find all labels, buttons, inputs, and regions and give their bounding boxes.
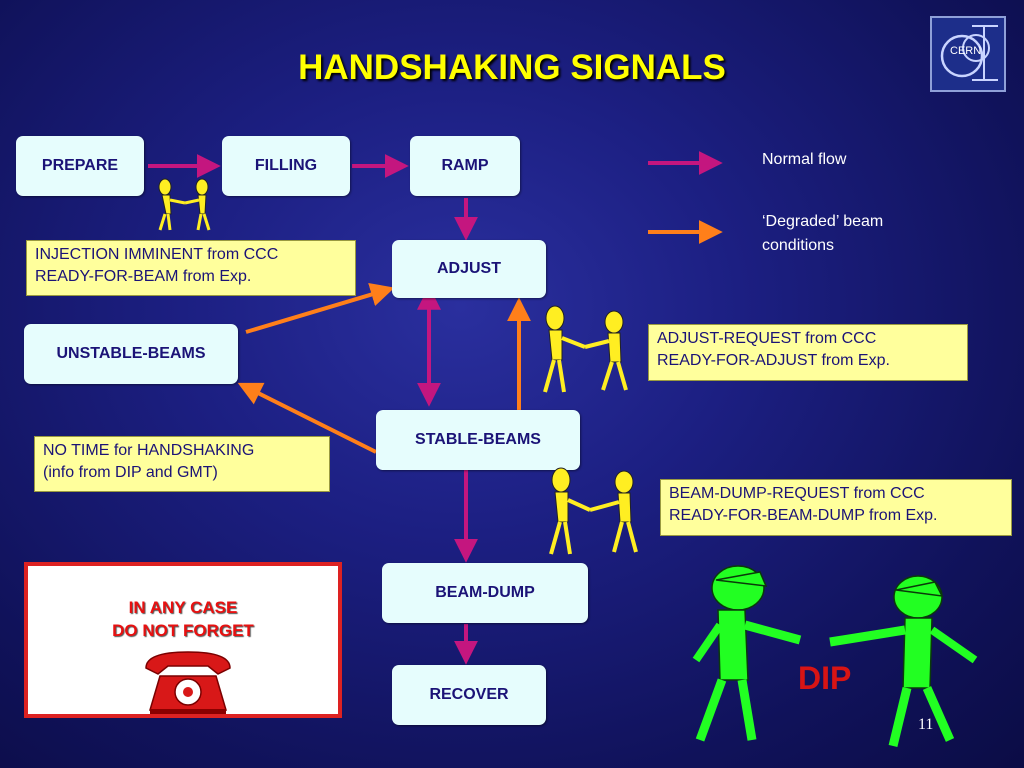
legend-degraded-label: ‘Degraded’ beam conditions (762, 210, 883, 258)
state-adjust: ADJUST (392, 240, 546, 298)
telephone-icon (145, 651, 231, 714)
note-no-time-line2: (info from DIP and GMT) (43, 464, 218, 481)
arrow-stable-unstable (237, 382, 377, 454)
note-adjust-line1: ADJUST-REQUEST from CCC (657, 330, 877, 347)
note-beam-dump-line1: BEAM-DUMP-REQUEST from CCC (669, 485, 925, 502)
cern-logo-text: CERN (950, 45, 981, 57)
dip-handshake-icon (692, 565, 978, 748)
note-no-time-line1: NO TIME for HANDSHAKING (43, 442, 255, 459)
page-title: HANDSHAKING SIGNALS (298, 48, 726, 87)
state-filling: FILLING (222, 136, 350, 196)
arrow-unstable-adjust (245, 282, 395, 334)
handshake-icon-adjust (543, 305, 628, 393)
handshake-icon-beamdump (549, 467, 638, 555)
state-prepare: PREPARE (16, 136, 144, 196)
state-recover: RECOVER (392, 665, 546, 725)
page-number: 11 (918, 716, 934, 733)
state-ramp: RAMP (410, 136, 520, 196)
note-no-time: NO TIME for HANDSHAKING (info from DIP a… (34, 436, 330, 492)
note-adjust: ADJUST-REQUEST from CCC READY-FOR-ADJUST… (648, 324, 968, 381)
reminder-line1: IN ANY CASE (128, 598, 238, 617)
state-stable-beams: STABLE-BEAMS (376, 410, 580, 470)
reminder-line2: DO NOT FORGET (112, 621, 254, 640)
cern-logo: CERN (930, 16, 1006, 92)
note-injection-line2: READY-FOR-BEAM from Exp. (35, 268, 252, 285)
legend-degraded-line2: conditions (762, 237, 835, 254)
note-adjust-line2: READY-FOR-ADJUST from Exp. (657, 352, 890, 369)
note-beam-dump: BEAM-DUMP-REQUEST from CCC READY-FOR-BEA… (660, 479, 1012, 536)
note-beam-dump-line2: READY-FOR-BEAM-DUMP from Exp. (669, 507, 938, 524)
dip-label: DIP (798, 660, 852, 696)
state-beam-dump: BEAM-DUMP (382, 563, 588, 623)
note-injection-line1: INJECTION IMMINENT from CCC (35, 246, 279, 263)
legend-normal-label: Normal flow (762, 151, 847, 168)
legend-degraded-line1: ‘Degraded’ beam (762, 213, 884, 230)
handshake-icon-small (158, 178, 211, 231)
note-injection: INJECTION IMMINENT from CCC READY-FOR-BE… (26, 240, 356, 296)
state-unstable-beams: UNSTABLE-BEAMS (24, 324, 238, 384)
reminder-box: IN ANY CASE DO NOT FORGET (24, 562, 342, 718)
